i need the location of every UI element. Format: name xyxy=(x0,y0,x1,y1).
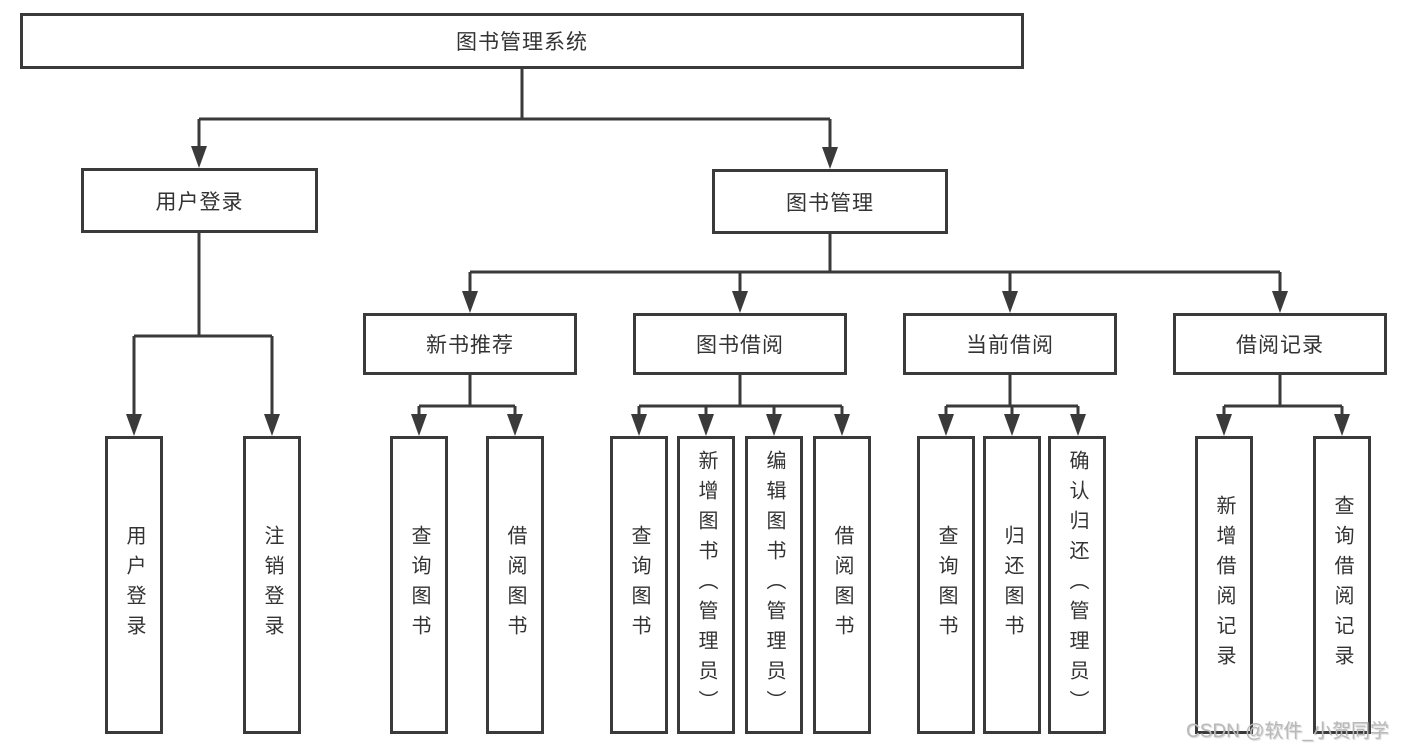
node-label: 新增图书（管理员） xyxy=(695,450,717,720)
leaf-return-books: 归还图书 xyxy=(983,436,1041,734)
node-borrowing-records: 借阅记录 xyxy=(1173,313,1387,375)
node-label: 图书借阅 xyxy=(696,334,784,357)
leaf-add-book-admin: 新增图书（管理员） xyxy=(677,436,735,734)
leaf-add-borrow-record: 新增借阅记录 xyxy=(1195,436,1253,734)
node-label: 编辑图书（管理员） xyxy=(763,450,785,720)
node-label: 新书推荐 xyxy=(426,334,514,357)
node-label: 查询图书 xyxy=(935,525,957,645)
leaf-logout: 注销登录 xyxy=(243,436,301,734)
node-label: 图书管理 xyxy=(786,191,874,215)
node-label: 注销登录 xyxy=(261,525,283,645)
leaf-borrow-books-borrowing: 借阅图书 xyxy=(813,436,871,734)
node-current-borrowing: 当前借阅 xyxy=(903,313,1117,375)
node-label: 当前借阅 xyxy=(966,334,1054,357)
leaf-query-books-recommend: 查询图书 xyxy=(390,436,448,734)
leaf-query-borrow-record: 查询借阅记录 xyxy=(1313,436,1371,734)
node-label: 新增借阅记录 xyxy=(1213,495,1235,675)
leaf-query-books-borrowing: 查询图书 xyxy=(610,436,668,734)
leaf-borrow-books-recommend: 借阅图书 xyxy=(486,436,544,734)
node-user-login: 用户登录 xyxy=(81,168,318,233)
node-label: 查询图书 xyxy=(408,525,430,645)
node-book-borrowing: 图书借阅 xyxy=(633,313,847,375)
csdn-watermark: CSDN @软件_小贺同学 xyxy=(1186,721,1389,742)
arrowheads xyxy=(126,146,1350,436)
node-label: 查询图书 xyxy=(628,525,650,645)
leaf-edit-book-admin: 编辑图书（管理员） xyxy=(745,436,803,734)
node-label: 借阅图书 xyxy=(504,525,526,645)
node-label: 用户登录 xyxy=(155,190,244,214)
node-library-management-system: 图书管理系统 xyxy=(20,13,1024,69)
leaf-confirm-return-admin: 确认归还（管理员） xyxy=(1048,436,1106,734)
node-label: 归还图书 xyxy=(1001,525,1023,645)
node-label: 图书管理系统 xyxy=(456,31,588,54)
node-new-book-recommendation: 新书推荐 xyxy=(363,313,577,375)
node-label: 用户登录 xyxy=(123,525,145,645)
leaf-user-login: 用户登录 xyxy=(105,436,163,734)
node-book-management: 图书管理 xyxy=(712,169,948,234)
node-label: 查询借阅记录 xyxy=(1331,495,1353,675)
node-label: 借阅图书 xyxy=(831,525,853,645)
leaf-query-books-current: 查询图书 xyxy=(917,436,975,734)
node-label: 确认归还（管理员） xyxy=(1066,450,1088,720)
node-label: 借阅记录 xyxy=(1236,334,1324,357)
